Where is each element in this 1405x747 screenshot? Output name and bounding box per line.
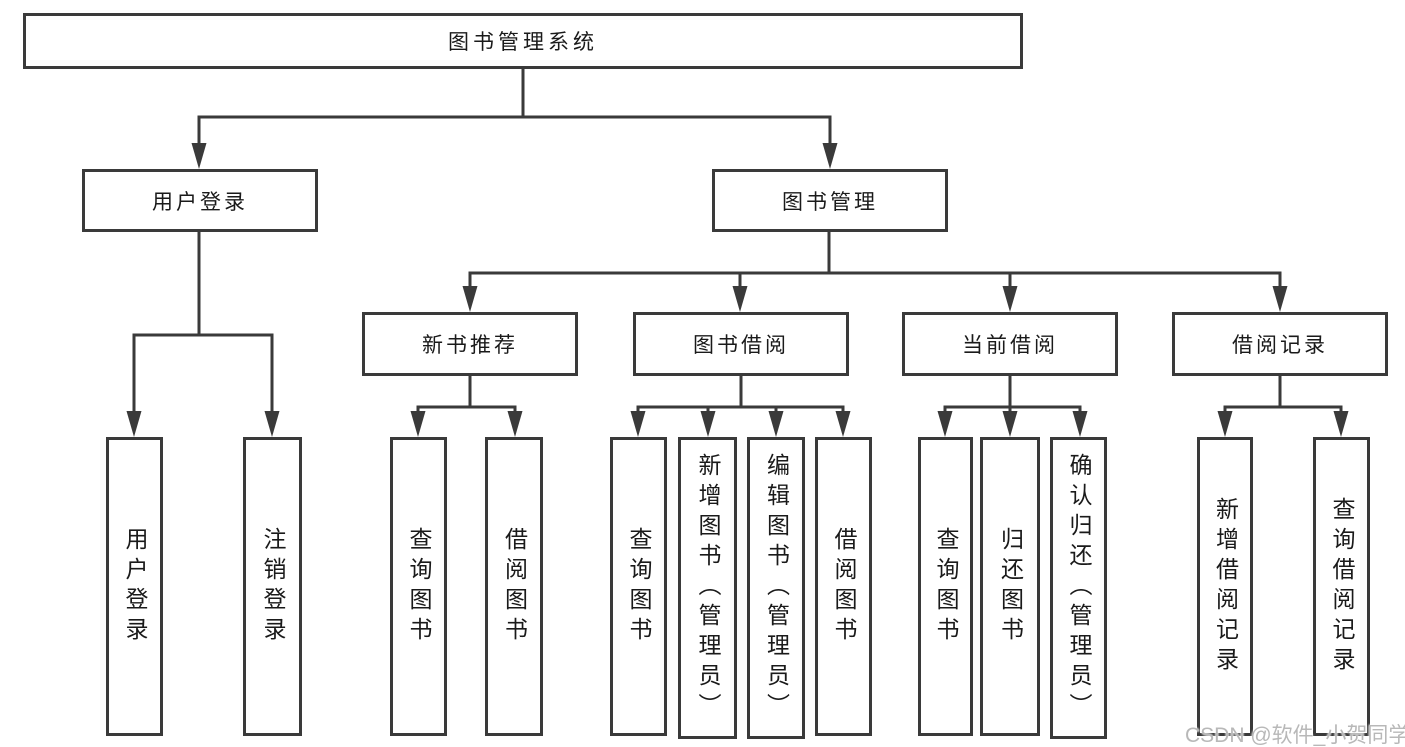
leaf-user-login: 用户登录 (106, 437, 163, 736)
node-label: 当前借阅 (962, 334, 1058, 357)
node-label: 图书管理系统 (448, 31, 598, 54)
leaf-label: 查询图书 (933, 526, 959, 647)
leaf-borrow-books-recommend: 借阅图书 (485, 437, 543, 736)
leaf-label: 编辑图书（管理员） (763, 453, 790, 723)
leaf-label: 借阅图书 (831, 526, 857, 647)
node-book-management-module: 图书管理 (712, 169, 948, 232)
leaf-confirm-return-admin: 确认归还（管理员） (1050, 437, 1107, 739)
node-label: 新书推荐 (422, 334, 518, 357)
node-book-borrowing: 图书借阅 (633, 312, 849, 376)
csdn-watermark: CSDN @软件_小贺同学 (1185, 724, 1405, 747)
node-library-management-system: 图书管理系统 (23, 13, 1023, 69)
node-current-borrowing: 当前借阅 (902, 312, 1118, 376)
leaf-label: 新增借阅记录 (1212, 496, 1239, 677)
leaf-label: 归还图书 (997, 526, 1024, 647)
leaf-query-books-current: 查询图书 (918, 437, 973, 736)
node-user-login-module: 用户登录 (82, 169, 318, 232)
leaf-label: 确认归还（管理员） (1066, 453, 1092, 723)
leaf-logout: 注销登录 (243, 437, 302, 736)
leaf-query-borrow-record: 查询借阅记录 (1313, 437, 1370, 736)
leaf-label: 借阅图书 (501, 526, 528, 647)
leaf-return-books: 归还图书 (980, 437, 1040, 736)
leaf-label: 查询图书 (626, 526, 652, 647)
leaf-add-book-admin: 新增图书（管理员） (678, 437, 737, 739)
node-label: 图书借阅 (693, 334, 789, 357)
leaf-label: 查询图书 (406, 526, 432, 647)
leaf-label: 用户登录 (122, 526, 148, 647)
leaf-edit-book-admin: 编辑图书（管理员） (747, 437, 805, 739)
leaf-label: 查询借阅记录 (1329, 496, 1355, 677)
leaf-label: 新增图书（管理员） (695, 453, 721, 723)
node-label: 图书管理 (782, 190, 878, 214)
leaf-add-borrow-record: 新增借阅记录 (1197, 437, 1253, 736)
node-borrowing-records: 借阅记录 (1172, 312, 1388, 376)
leaf-label: 注销登录 (260, 526, 286, 647)
node-new-book-recommend: 新书推荐 (362, 312, 578, 376)
leaf-borrow-books-borrowing: 借阅图书 (815, 437, 872, 736)
leaf-query-books-recommend: 查询图书 (390, 437, 447, 736)
node-label: 借阅记录 (1232, 334, 1328, 357)
leaf-query-books-borrowing: 查询图书 (610, 437, 667, 736)
node-label: 用户登录 (152, 190, 248, 214)
